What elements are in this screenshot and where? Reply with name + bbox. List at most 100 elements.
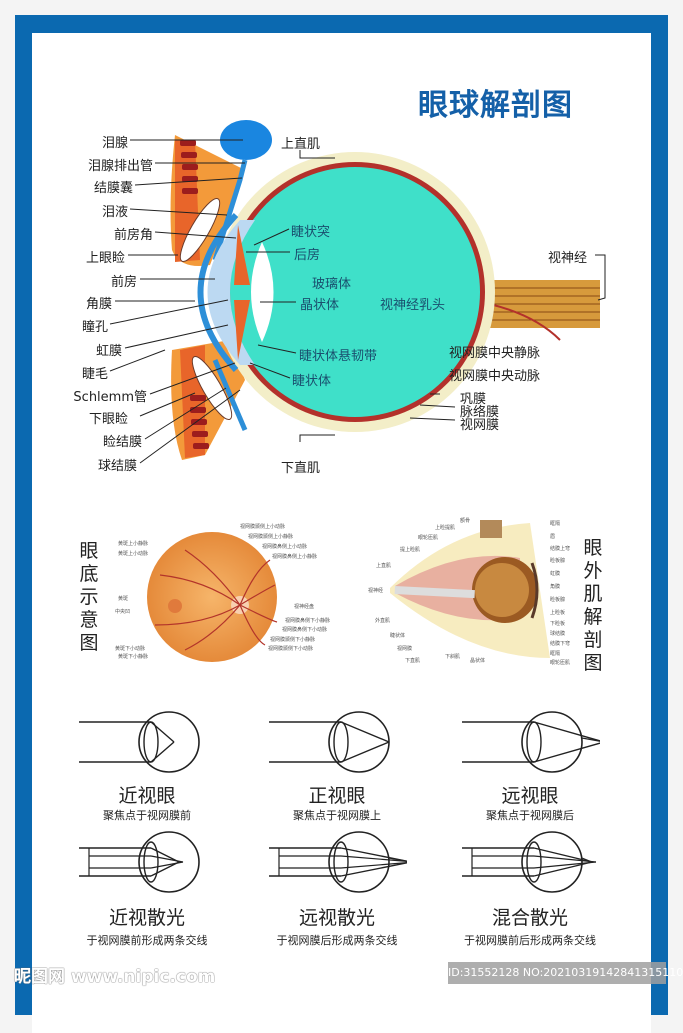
light-ray xyxy=(340,741,390,763)
label-optic-papilla: 视神经乳头 xyxy=(380,298,446,313)
extraocular-label: 额骨 xyxy=(460,518,471,524)
cornea-shape xyxy=(197,212,239,373)
eyeball xyxy=(328,831,390,893)
mixed-astig-title: 混合散光 xyxy=(491,907,568,929)
poster-title: 眼球解剖图 xyxy=(418,88,573,123)
label-superior-rectus: 上直肌 xyxy=(281,137,321,152)
light-ray xyxy=(581,857,593,863)
label-zonule: 睫状体悬韧带 xyxy=(299,349,378,364)
label-sclera: 巩膜 xyxy=(460,392,487,407)
light-ray xyxy=(533,861,593,877)
label-bulbar-conjunctiva: 球结膜 xyxy=(97,459,137,474)
extraocular-label: 睫状体 xyxy=(390,633,406,639)
label-ciliary-process: 睫状突 xyxy=(291,225,331,240)
extraocular-label: 下直肌 xyxy=(405,658,421,664)
label-lacrimal-gland: 泪腺 xyxy=(101,136,128,151)
label-conjunctival-sac: 结膜囊 xyxy=(93,181,133,196)
extraocular-label: 睑板腺 xyxy=(550,597,566,603)
extraocular-label: 下睑板 xyxy=(550,621,566,627)
extraocular-label: 眶隔 xyxy=(550,651,561,657)
extraocular-label: 球结膜 xyxy=(550,631,566,637)
fundus-label: 视网膜鼻侧上小动脉 xyxy=(262,544,308,550)
extraocular-label: 上睑提肌 xyxy=(435,525,456,531)
normal-subtitle: 聚焦点于视网膜上 xyxy=(293,809,381,822)
fundus-label: 视网膜鼻侧下小动脉 xyxy=(282,627,328,633)
eyeball xyxy=(138,831,200,893)
extraocular-label: 下斜肌 xyxy=(445,654,461,660)
extraocular-label: 提上睑肌 xyxy=(400,547,421,553)
label-retina: 视网膜 xyxy=(460,418,500,433)
hyperopia-title: 远视眼 xyxy=(501,785,559,807)
myopia-subtitle: 聚焦点于视网膜前 xyxy=(103,809,191,822)
eye-cross-section-diagram xyxy=(109,120,606,464)
label-posterior-chamber: 后房 xyxy=(294,248,321,263)
fundus-label: 黄斑下小静脉 xyxy=(118,654,149,660)
label-lens: 晶状体 xyxy=(300,298,340,313)
extraocular-label: 视神经 xyxy=(368,588,384,594)
extraocular-label: 结膜上穹 xyxy=(550,546,571,552)
fundus-label: 视网膜鼻侧下小静脉 xyxy=(285,618,331,624)
light-ray xyxy=(150,741,175,763)
fundus-label: 视网膜颞侧下小动脉 xyxy=(268,646,314,652)
light-ray xyxy=(150,721,175,743)
lens xyxy=(143,721,159,763)
extraocular-label: 眼轮匝肌 xyxy=(550,660,571,666)
myopic-astig-title: 近视散光 xyxy=(108,907,185,929)
watermark-id: ID:31552128 NO:20210319142841315110 xyxy=(448,962,683,984)
fundus-label: 黄斑上小动脉 xyxy=(118,551,149,557)
extraocular-label: 眉 xyxy=(550,534,556,540)
light-ray xyxy=(340,862,407,869)
light-ray xyxy=(150,861,184,869)
light-ray xyxy=(340,862,407,877)
fundus-image xyxy=(147,532,278,662)
extraocular-label: 角膜 xyxy=(550,584,561,590)
hyperopic-astig-diagram xyxy=(269,831,407,893)
vitreous-shape xyxy=(230,167,480,417)
label-central-retinal-vein: 视网膜中央静脉 xyxy=(449,346,541,361)
extraocular-label: 眶隔 xyxy=(550,521,561,527)
hyperopia-subtitle: 聚焦点于视网膜后 xyxy=(486,809,574,822)
mixed-astig-diagram xyxy=(462,831,597,893)
fundus-label: 视网膜颞侧上小动脉 xyxy=(240,524,286,530)
light-ray xyxy=(581,737,600,742)
extraocular-label: 结膜下穹 xyxy=(550,641,571,647)
label-anterior-chamber: 前房 xyxy=(110,275,137,290)
fundus-label: 视网膜鼻侧上小静脉 xyxy=(272,554,318,560)
extraocular-label: 上睑板 xyxy=(550,610,566,616)
label-optic-nerve: 视神经 xyxy=(548,251,588,266)
normal-title: 正视眼 xyxy=(308,785,366,807)
label-anterior-chamber-angle: 前房角 xyxy=(113,228,153,243)
label-iris: 虹膜 xyxy=(95,344,122,359)
light-ray xyxy=(533,861,597,869)
fundus-label: 视网膜颞侧上小静脉 xyxy=(248,534,294,540)
extraocular-label: 上直肌 xyxy=(376,563,392,569)
label-upper-eyelid: 上眼睑 xyxy=(85,251,125,266)
label-pupil: 瞳孔 xyxy=(81,320,108,335)
eyeball xyxy=(521,831,583,893)
hyperopia-diagram xyxy=(462,711,600,773)
eyeball xyxy=(521,711,583,773)
eyeball xyxy=(328,711,390,773)
normal-diagram xyxy=(269,711,390,773)
light-ray xyxy=(533,721,600,742)
label-inferior-rectus: 下直肌 xyxy=(281,461,321,476)
lens xyxy=(526,841,542,883)
lens xyxy=(526,721,542,763)
extraocular-label: 外直肌 xyxy=(375,618,391,624)
label-ciliary-body: 睫状体 xyxy=(292,374,332,389)
fundus-label: 黄斑上小静脉 xyxy=(118,541,149,547)
label-lacrimal-duct: 泪腺排出管 xyxy=(87,159,153,174)
light-ray xyxy=(150,855,184,863)
fundus-label: 中央凹 xyxy=(115,609,131,615)
extraocular-label: 眼轮匝肌 xyxy=(418,535,439,541)
lacrimal-gland xyxy=(220,120,272,160)
extraocular-label: 睑板腺 xyxy=(550,558,566,564)
light-ray xyxy=(150,861,180,877)
myopic-astig-subtitle: 于视网膜前形成两条交线 xyxy=(86,934,208,947)
lens xyxy=(333,721,349,763)
myopic-astig-diagram xyxy=(79,831,200,893)
hyperopic-astig-subtitle: 于视网膜后形成两条交线 xyxy=(276,934,398,947)
fundus-label: 视网膜颞侧下小静脉 xyxy=(270,637,316,643)
hyperopic-astig-title: 远视散光 xyxy=(298,907,375,929)
lens xyxy=(143,841,159,883)
